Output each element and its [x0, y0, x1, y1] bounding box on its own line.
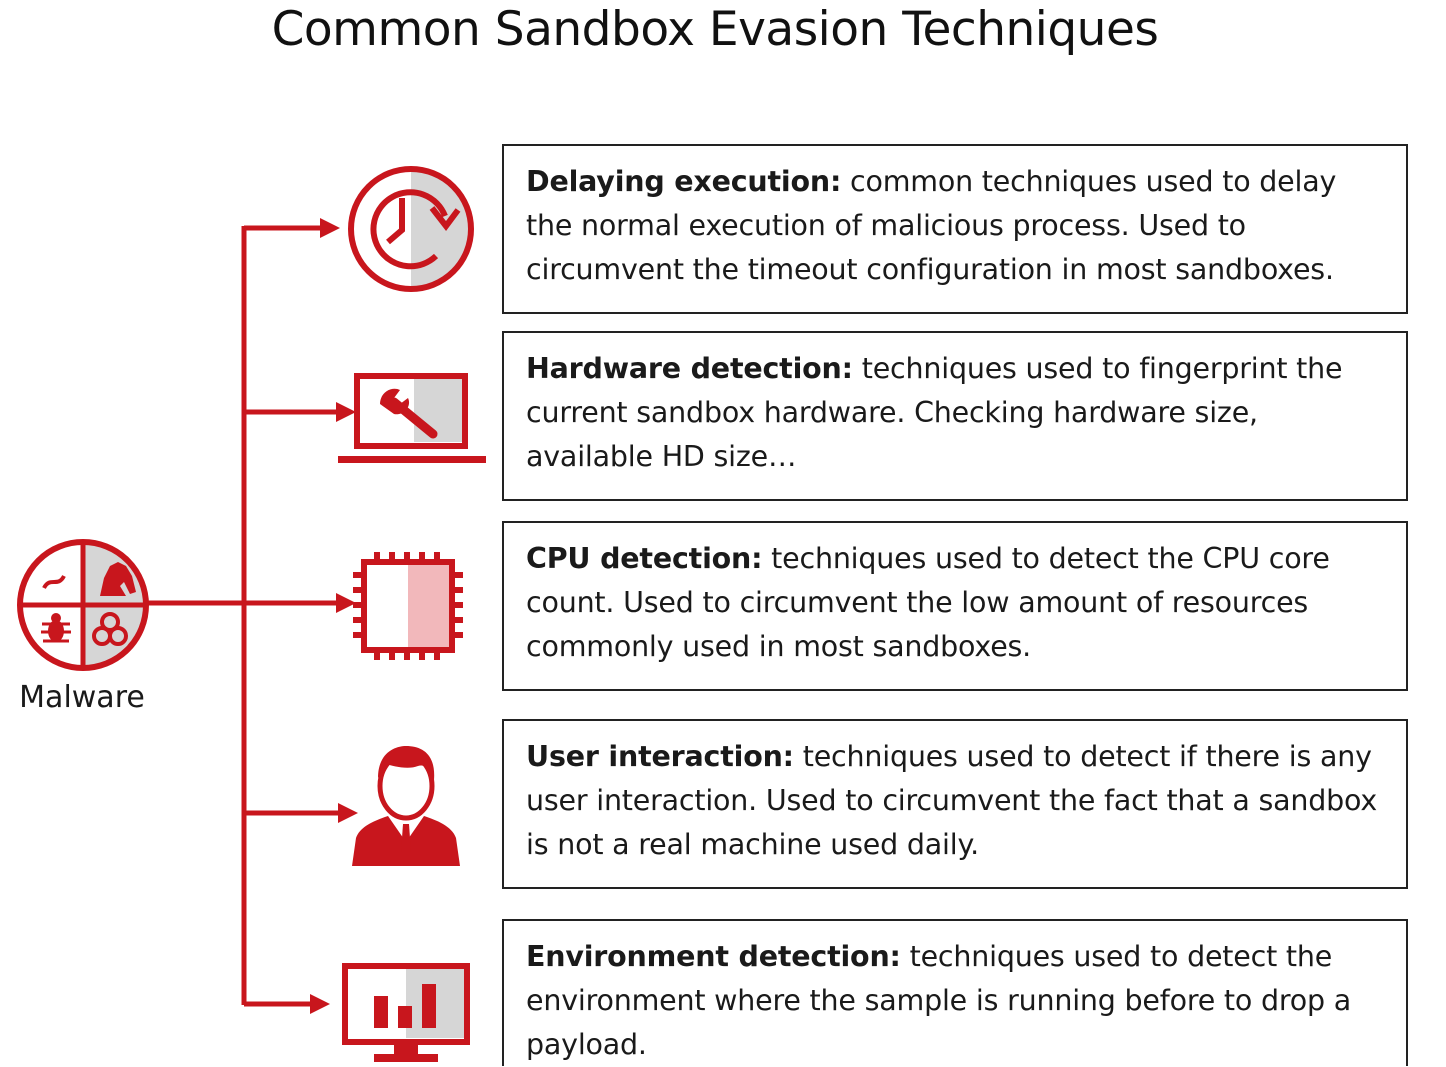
arrow-head-1	[320, 218, 340, 238]
technique-heading: Delaying execution:	[526, 165, 842, 198]
malware-label: Malware	[19, 680, 145, 715]
technique-description: techniques used to fingerprint the curre…	[526, 352, 1343, 473]
technique-card-hardware-detection: Hardware detection: techniques used to f…	[502, 331, 1408, 501]
technique-description: techniques used to detect the environmen…	[526, 940, 1352, 1061]
malware-icon	[17, 539, 149, 671]
technique-heading: User interaction:	[526, 740, 794, 773]
diagram-title: Common Sandbox Evasion Techniques	[271, 2, 1159, 57]
arrow-head-4	[338, 803, 358, 823]
user-icon	[352, 746, 460, 866]
technique-card-cpu-detection: CPU detection: techniques used to detect…	[502, 521, 1408, 691]
laptop-wrench-icon	[338, 373, 486, 463]
technique-card-environment-detection: Environment detection: techniques used t…	[502, 919, 1408, 1066]
technique-heading: CPU detection:	[526, 542, 763, 575]
technique-card-delaying-execution: Delaying execution: common techniques us…	[502, 144, 1408, 314]
clock-icon	[348, 166, 474, 292]
monitor-chart-icon	[342, 963, 470, 1062]
technique-card-user-interaction: User interaction: techniques used to det…	[502, 719, 1408, 889]
cpu-chip-icon	[353, 552, 463, 660]
arrow-head-3	[336, 593, 356, 613]
technique-heading: Hardware detection:	[526, 352, 853, 385]
technique-description: techniques used to detect the CPU core c…	[526, 542, 1330, 663]
arrow-head-5	[310, 994, 330, 1014]
technique-heading: Environment detection:	[526, 940, 901, 973]
technique-description: techniques used to detect if there is an…	[526, 740, 1378, 861]
arrow-head-2	[336, 402, 356, 422]
technique-description: common techniques used to delay the norm…	[526, 165, 1337, 286]
